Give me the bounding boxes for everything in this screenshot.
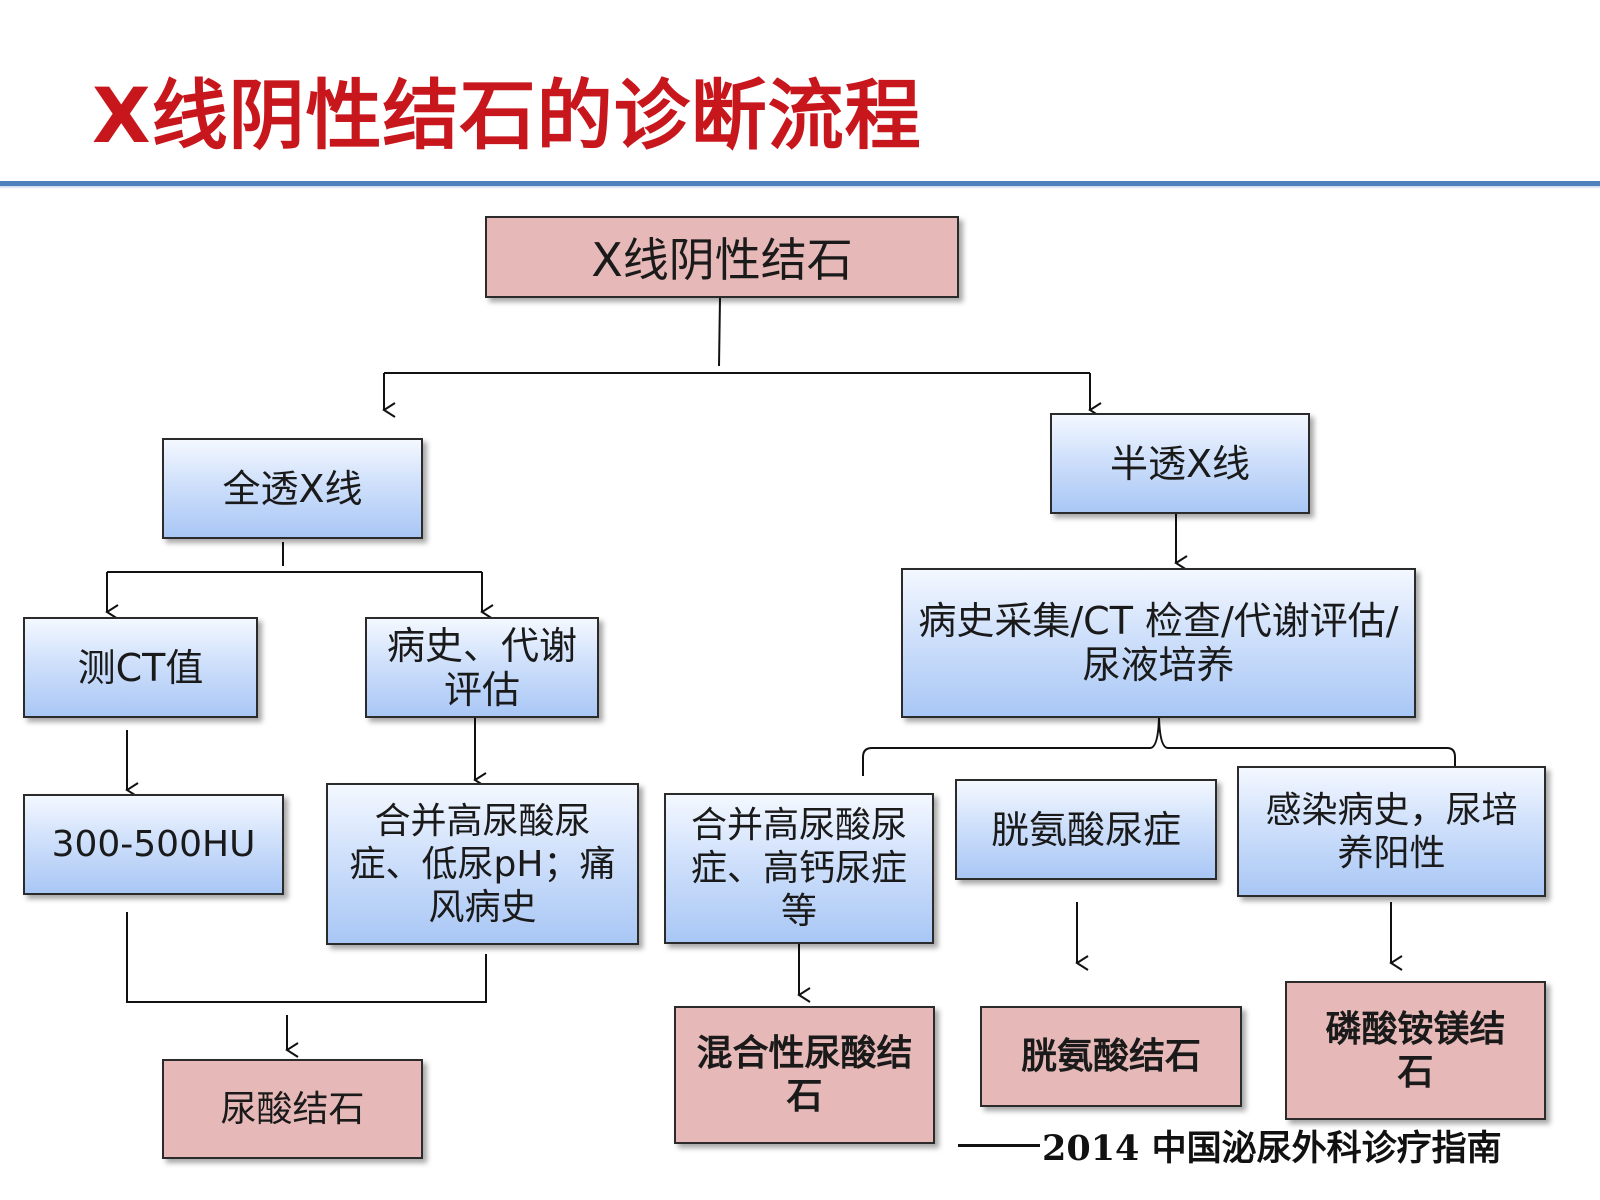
node-full-xray-label: 全透X线 [222, 466, 363, 511]
node-hyperuricosuria-hypercalciuria: 合并高尿酸尿症、高钙尿症等 [664, 793, 934, 944]
node-semi-xray-label: 半透X线 [1109, 441, 1251, 486]
node-workup: 病史采集/CT 检查/代谢评估/尿液培养 [901, 568, 1416, 718]
node-hyperuricosuria-low-ph: 合并高尿酸尿症、低尿pH；痛风病史 [326, 783, 639, 945]
node-hyperuricosuria-low-ph-label: 合并高尿酸尿症、低尿pH；痛风病史 [349, 800, 616, 928]
node-full-xray: 全透X线 [162, 438, 423, 539]
node-hu-range-label: 300-500HU [51, 824, 256, 865]
node-mixed-uric-acid-stone: 混合性尿酸结石 [674, 1006, 935, 1144]
node-history-metabolic: 病史、代谢评估 [365, 617, 599, 718]
node-cystinuria: 胱氨酸尿症 [955, 779, 1217, 880]
node-root: X线阴性结石 [485, 216, 959, 298]
title-divider-shadow [0, 186, 1600, 189]
citation-dash [958, 1143, 1040, 1147]
connector-root-bar [385, 373, 1090, 410]
node-cystine-stone: 胱氨酸结石 [980, 1006, 1242, 1107]
node-infection-history-label: 感染病史，尿培养阳性 [1265, 789, 1518, 874]
title-divider [0, 181, 1600, 186]
node-uric-acid-stone: 尿酸结石 [162, 1059, 423, 1159]
page-title: X线阴性结石的诊断流程 [92, 71, 922, 160]
node-hu-range: 300-500HU [23, 794, 284, 895]
citation-text: 2014 中国泌尿外科诊疗指南 [1042, 1127, 1502, 1169]
node-uric-acid-stone-label: 尿酸结石 [220, 1088, 365, 1130]
node-hyperuricosuria-hypercalciuria-label: 合并高尿酸尿症、高钙尿症等 [690, 805, 907, 932]
node-measure-ct: 测CT值 [23, 617, 258, 718]
node-workup-label: 病史采集/CT 检查/代谢评估/尿液培养 [918, 599, 1399, 687]
connector-root-stem [718, 297, 721, 367]
node-struvite-stone-label: 磷酸铵镁结石 [1325, 1008, 1506, 1093]
node-infection-history: 感染病史，尿培养阳性 [1237, 766, 1546, 897]
connector-merge-left [126, 912, 487, 1003]
node-cystine-stone-label: 胱氨酸结石 [1020, 1036, 1201, 1077]
node-measure-ct-label: 测CT值 [77, 645, 204, 690]
node-history-metabolic-label: 病史、代谢评估 [386, 623, 577, 712]
node-semi-xray: 半透X线 [1050, 413, 1310, 514]
node-root-label: X线阴性结石 [591, 233, 853, 287]
node-mixed-uric-acid-stone-label: 混合性尿酸结石 [696, 1033, 913, 1117]
node-cystinuria-label: 胱氨酸尿症 [990, 807, 1181, 852]
source-citation: 2014 中国泌尿外科诊疗指南 [958, 1122, 1502, 1169]
connector-workup-bracket [862, 717, 1456, 776]
node-struvite-stone: 磷酸铵镁结石 [1285, 981, 1546, 1120]
